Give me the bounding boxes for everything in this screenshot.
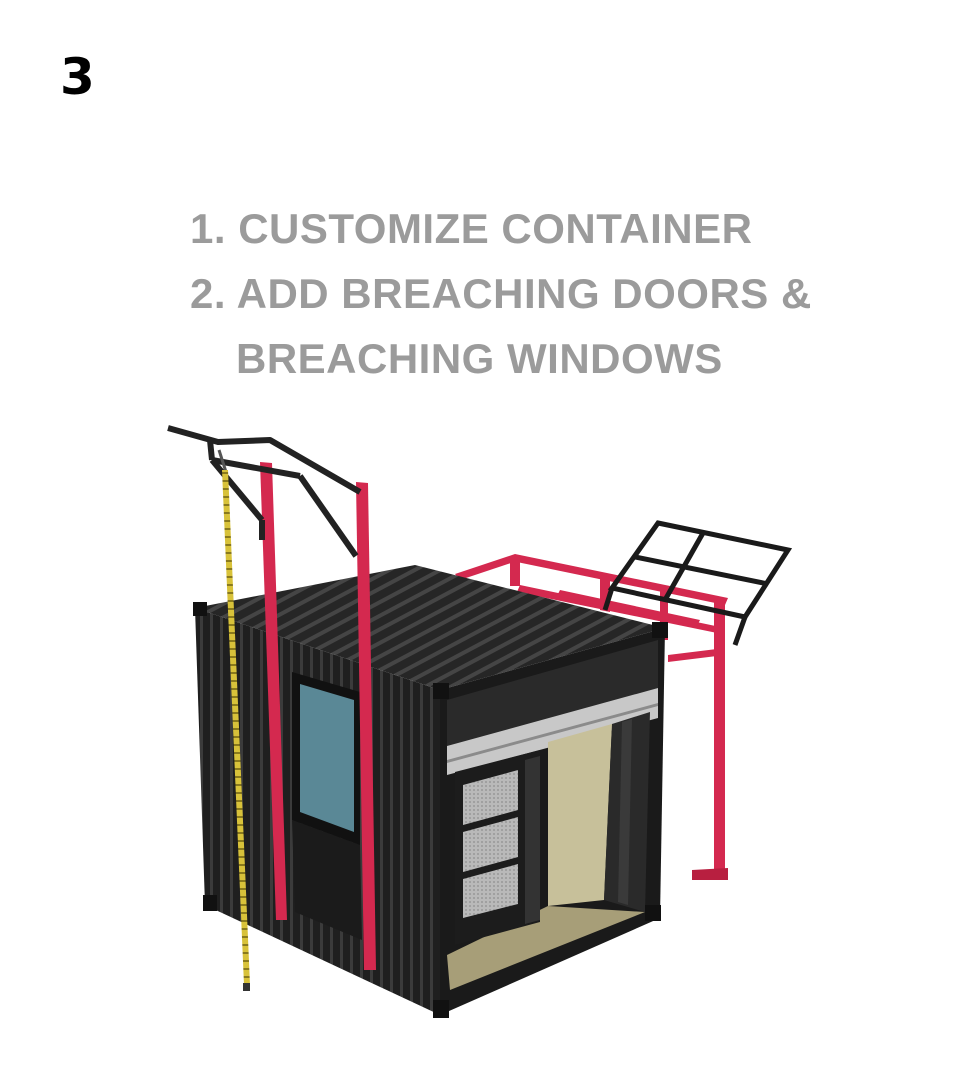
step-number: 3 bbox=[60, 48, 95, 106]
climbing-rope bbox=[217, 449, 250, 991]
front-red-uprights bbox=[260, 462, 376, 970]
instruction-customize-container: 1. CUSTOMIZE CONTAINER bbox=[190, 205, 753, 252]
breaching-door bbox=[455, 750, 540, 945]
left-pullup-frame bbox=[167, 425, 362, 558]
right-pullup-lattice bbox=[602, 520, 793, 646]
instruction-breaching-windows: BREACHING WINDOWS bbox=[236, 335, 723, 382]
shipping-container bbox=[193, 565, 668, 1018]
breaching-window bbox=[292, 672, 362, 940]
instruction-add-breaching-doors: 2. ADD BREACHING DOORS & bbox=[190, 270, 812, 317]
